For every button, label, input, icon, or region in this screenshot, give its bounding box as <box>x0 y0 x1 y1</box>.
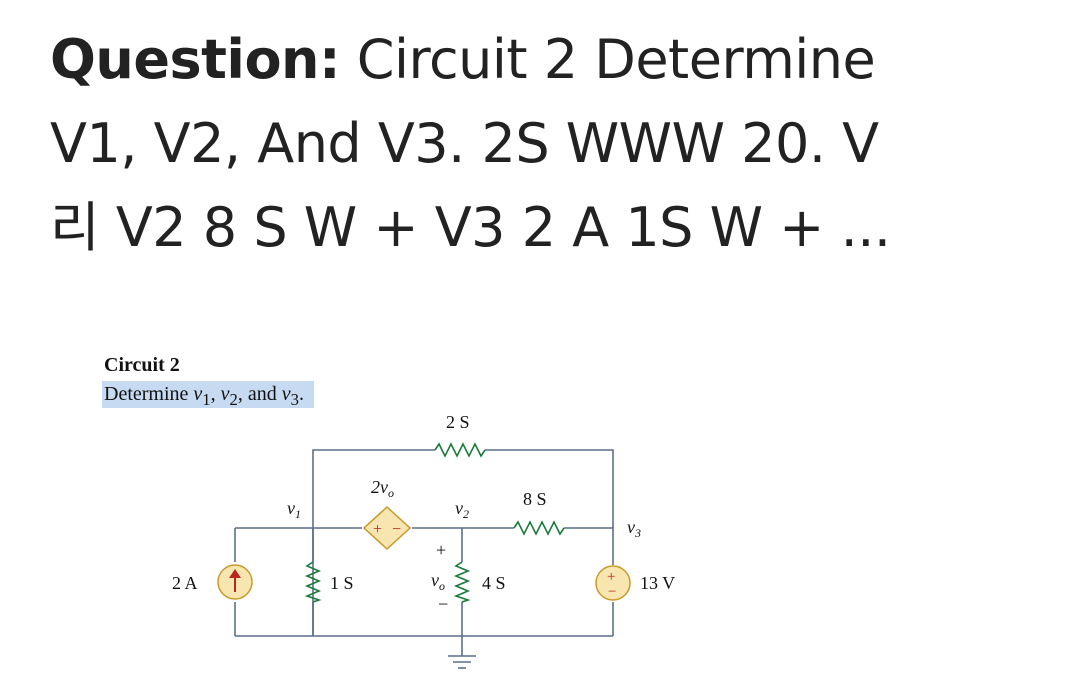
dep-src-minus: − <box>392 521 401 538</box>
task-v1: v <box>193 383 203 405</box>
label-2a: 2 A <box>172 573 198 593</box>
task-v1-sub: 1 <box>202 390 211 409</box>
resistor-4s <box>453 561 471 603</box>
task-v3-sub: 3 <box>290 390 299 409</box>
question-line-3: 리 V2 8 S W + V3 2 A 1S W + ... <box>50 196 891 259</box>
label-node-v3: v3 <box>627 517 641 540</box>
question-line-1: Question: Circuit 2 Determine <box>50 18 1050 102</box>
task-v3: v <box>281 383 291 405</box>
label-dep-src: 2vo <box>371 477 394 500</box>
task-sep1: , <box>210 383 221 405</box>
label-4s: 4 S <box>482 573 506 593</box>
circuit-title: Circuit 2 <box>104 354 180 376</box>
dependent-voltage-source: + − <box>362 505 412 551</box>
current-source <box>217 564 253 600</box>
resistor-2s <box>434 442 486 458</box>
task-v2-sub: 2 <box>229 390 238 409</box>
task-v2: v <box>220 383 230 405</box>
volt-src-plus: + <box>607 569 615 585</box>
voltage-source: + − <box>595 565 631 601</box>
label-8s: 8 S <box>523 489 547 509</box>
label-vo-plus: + <box>436 540 446 560</box>
volt-src-minus: − <box>608 584 616 600</box>
label-vo: vo <box>431 570 445 593</box>
question-line-2: V1, V2, And V3. 2S WWW 20. V <box>50 112 879 175</box>
ground-symbol <box>448 655 476 669</box>
resistor-1s <box>304 561 322 603</box>
circuit-task: Determine v1, v2, and v3. <box>102 381 314 409</box>
label-2s: 2 S <box>446 412 470 432</box>
label-1s: 1 S <box>330 573 354 593</box>
question-line-1-text: Circuit 2 Determine <box>340 28 876 91</box>
label-node-v2: v2 <box>455 498 469 521</box>
label-node-v1: v1 <box>287 498 301 521</box>
question-label: Question: <box>50 28 341 91</box>
task-prefix: Determine <box>104 383 194 405</box>
dep-src-plus: + <box>373 521 382 538</box>
question-text: Question: Circuit 2 Determine V1, V2, An… <box>50 18 1050 270</box>
resistor-8s <box>513 520 565 536</box>
task-suffix: . <box>298 383 304 405</box>
task-sep2: , and <box>237 383 282 405</box>
label-vo-minus: − <box>438 594 448 614</box>
circuit-wires <box>234 449 614 656</box>
label-13v: 13 V <box>640 573 675 593</box>
